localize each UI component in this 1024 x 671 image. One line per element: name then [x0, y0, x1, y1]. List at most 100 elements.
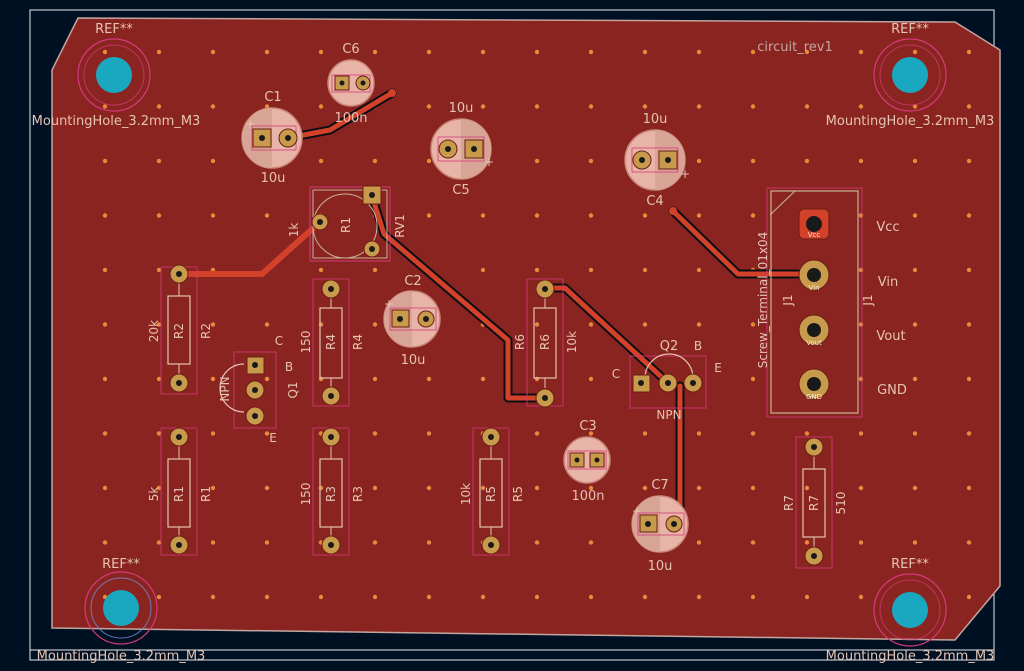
board-outline[interactable] — [51, 17, 1001, 641]
resistor-r4[interactable]: 150 R4 R4 — [299, 278, 365, 407]
grid-dot — [264, 49, 270, 55]
res-value: 150 — [299, 331, 313, 354]
terminal-pad-vin[interactable]: Vin — [798, 259, 830, 292]
pad-label: Vout — [806, 339, 822, 347]
res-ref: R4 — [351, 334, 365, 350]
grid-dot — [966, 267, 972, 273]
grid-dot — [912, 49, 918, 55]
cap-ref: C1 — [264, 90, 281, 105]
grid-dot — [318, 594, 324, 600]
capacitor-c6[interactable]: C6 100n — [327, 42, 375, 126]
grid-dot — [372, 376, 378, 382]
grid-dot — [966, 594, 972, 600]
grid-dot — [102, 158, 108, 164]
grid-dot — [858, 267, 864, 273]
grid-dot — [156, 158, 162, 164]
grid-dot — [588, 267, 594, 273]
grid-dot — [966, 213, 972, 218]
grid-dot — [372, 540, 378, 545]
grid-dot — [102, 104, 108, 109]
mounting-hole-bl[interactable]: REF** MountingHole_3.2mm_M3 — [37, 557, 206, 664]
grid-dot — [156, 49, 162, 55]
cap-value: 10u — [261, 171, 286, 186]
svg-text:+: + — [384, 297, 394, 311]
grid-dot — [750, 158, 756, 164]
pad-label: GND — [806, 393, 822, 401]
capacitor-c4[interactable]: + 10u C4 — [624, 112, 690, 209]
res-value: 5k — [147, 487, 161, 502]
grid-dot — [966, 322, 972, 327]
grid-dot — [588, 485, 594, 491]
grid-dot — [426, 49, 432, 55]
mounting-hole-br[interactable]: REF** MountingHole_3.2mm_M3 — [826, 557, 995, 664]
grid-dot — [696, 540, 702, 545]
grid-dot — [912, 540, 918, 545]
cap-value: 10u — [401, 353, 426, 368]
resistor-r5[interactable]: 10k R5 R5 — [459, 427, 525, 556]
hole-value: MountingHole_3.2mm_M3 — [826, 649, 995, 664]
pin-label-b: B — [694, 339, 702, 353]
connector-label-gnd: GND — [877, 383, 907, 398]
terminal-pad-vout[interactable]: Vout — [798, 314, 830, 347]
grid-dot — [156, 104, 162, 109]
grid-dot — [102, 49, 108, 55]
grid-dot — [804, 431, 810, 436]
capacitor-c3[interactable]: C3 100n — [563, 419, 611, 504]
grid-dot — [696, 158, 702, 164]
grid-dot — [696, 213, 702, 218]
grid-dot — [858, 322, 864, 327]
resistor-r7[interactable]: R7 R7 510 — [782, 436, 848, 569]
capacitor-c7[interactable]: + C7 10u — [631, 478, 689, 574]
mounting-hole-tl[interactable]: REF** MountingHole_3.2mm_M3 — [32, 22, 201, 129]
grid-dot — [966, 158, 972, 164]
grid-dot — [102, 431, 108, 436]
title-block-frame — [29, 649, 995, 661]
res-body-label: R7 — [807, 495, 821, 511]
grid-dot — [210, 49, 216, 55]
grid-dot — [588, 322, 594, 327]
grid-dot — [966, 104, 972, 109]
res-ref: R7 — [782, 495, 796, 511]
grid-dot — [750, 49, 756, 55]
connector-j1[interactable]: Vcc Vin Vout GND Screw_Terminal_01x04 J1… — [756, 187, 907, 418]
resistor-r1[interactable]: 5k R1 R1 — [147, 427, 213, 556]
capacitor-c5[interactable]: + 10u C5 — [430, 101, 494, 198]
grid-dot — [480, 104, 486, 109]
grid-dot — [426, 594, 432, 600]
grid-dot — [264, 485, 270, 491]
grid-dot — [696, 267, 702, 273]
grid-dot — [426, 540, 432, 545]
grid-dot — [318, 158, 324, 164]
grid-dot — [858, 594, 864, 600]
potentiometer-rv1[interactable]: 1k R1 RV1 — [287, 185, 407, 262]
capacitor-c2[interactable]: + C2 10u — [383, 274, 441, 368]
connector-label-vin: Vin — [878, 275, 898, 290]
resistor-r3[interactable]: 150 R3 R3 — [299, 427, 365, 556]
grid-dot — [210, 431, 216, 436]
grid-dot — [588, 376, 594, 382]
grid-dot — [102, 322, 108, 327]
track-r2-rv1 — [176, 219, 323, 277]
resistor-r2[interactable]: 20k R2 R2 — [147, 264, 213, 395]
transistor-q1[interactable]: C B E NPN Q1 — [218, 334, 300, 445]
grid-dot — [480, 267, 486, 273]
grid-dot — [804, 49, 810, 55]
grid-dot — [318, 49, 324, 55]
resistor-r6[interactable]: R6 R6 10k — [513, 278, 579, 408]
grid-dot — [696, 104, 702, 109]
grid-dot — [534, 485, 540, 491]
terminal-pad-gnd[interactable]: GND — [798, 368, 830, 401]
drill-hole — [892, 592, 928, 628]
transistor-q2[interactable]: Q2 C B E NPN — [612, 339, 722, 422]
mounting-hole-tr[interactable]: REF** MountingHole_3.2mm_M3 — [826, 22, 995, 129]
grid-dot — [210, 540, 216, 545]
grid-dot — [750, 322, 756, 327]
capacitor-c1[interactable]: + C1 10u — [241, 90, 303, 186]
terminal-pad-vcc[interactable]: Vcc — [798, 208, 830, 240]
svg-text:+: + — [632, 504, 642, 518]
cap-value: 10u — [643, 112, 668, 127]
cap-ref: C5 — [452, 183, 469, 198]
grid-dot — [588, 104, 594, 109]
grid-dot — [264, 322, 270, 327]
